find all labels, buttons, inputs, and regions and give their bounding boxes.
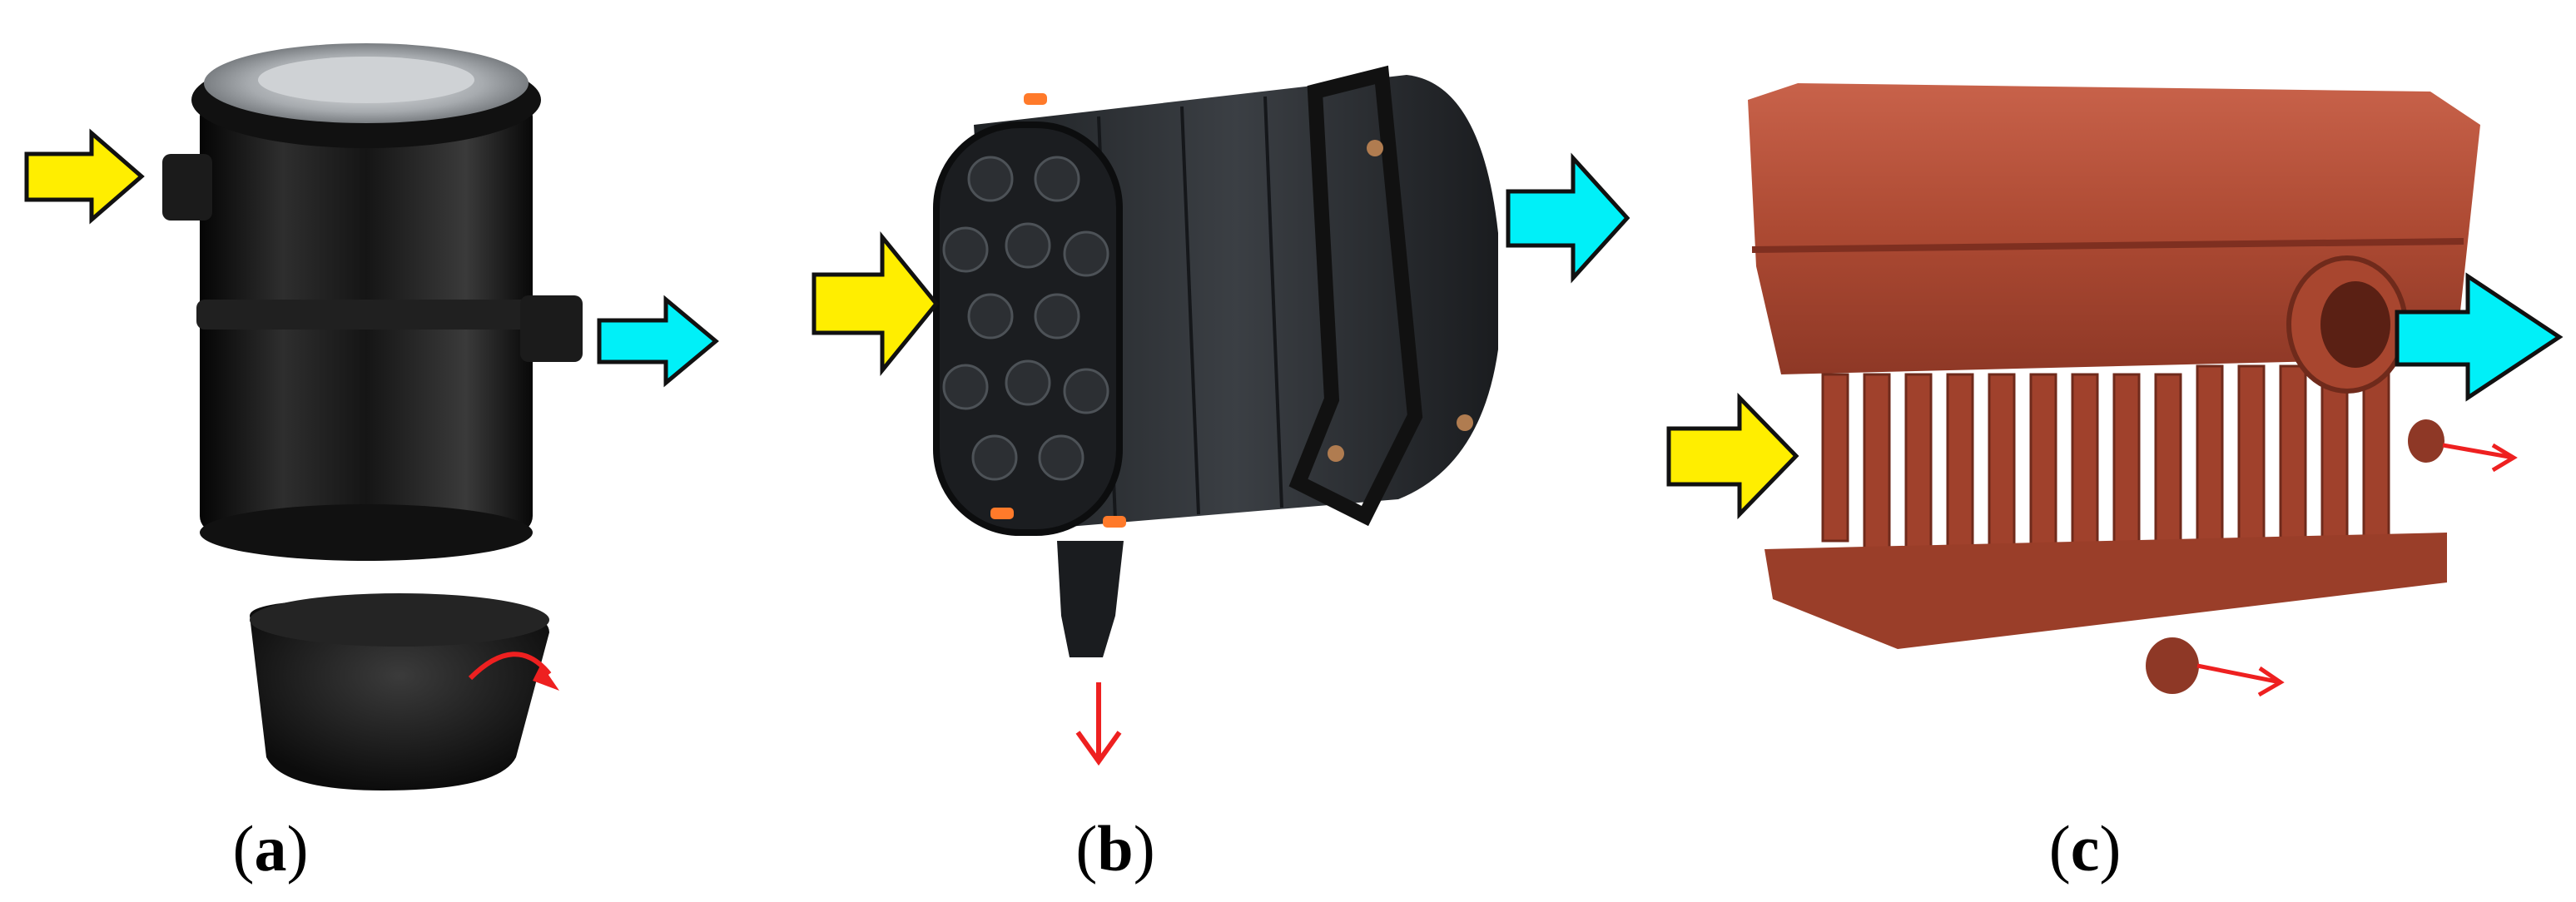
- dust-outlet-arrow-icon: [2196, 663, 2281, 685]
- filter-a-bottom-rim: [200, 504, 533, 561]
- filter-a-dust-cup: [250, 599, 549, 790]
- dust-outlet-arrowhead-icon: [2491, 443, 2518, 473]
- filter-b-cyclone-cells: [942, 156, 1109, 481]
- filter-c-dust-pipe-1: [2408, 419, 2444, 463]
- caption-close-paren: ): [1133, 812, 1155, 885]
- outlet-arrow-icon: [1506, 152, 1630, 284]
- filter-b-clip-3: [1103, 516, 1126, 528]
- caption-a: (a): [171, 811, 370, 886]
- filter-b-bolt-2: [1328, 445, 1344, 462]
- filter-c-dust-pipe-2: [2146, 637, 2199, 694]
- inlet-arrow-icon: [24, 128, 145, 225]
- filter-a-outlet-pipe: [520, 295, 583, 362]
- caption-close-paren: ): [286, 812, 309, 885]
- filter-a-inlet-pipe: [162, 154, 212, 221]
- caption-c: (c): [1985, 811, 2185, 886]
- filter-a-photo: [24, 43, 719, 790]
- filter-c-bottom-tray: [1764, 533, 2447, 649]
- caption-close-paren: ): [2099, 812, 2122, 885]
- caption-open-paren: (: [2048, 812, 2071, 885]
- dust-outlet-arrowhead-icon: [1075, 731, 1122, 766]
- filter-c-photo: [1666, 83, 2564, 697]
- dust-outlet-arrowhead-icon: [533, 664, 559, 691]
- dust-outlet-arrow-icon: [2442, 443, 2514, 460]
- caption-open-paren: (: [232, 812, 255, 885]
- caption-b: (b): [1015, 811, 1215, 886]
- filter-a-lid-center: [258, 57, 474, 103]
- caption-letter: a: [254, 812, 287, 885]
- filter-b-front-face: [933, 121, 1123, 536]
- filter-b-bolt-3: [1457, 414, 1473, 431]
- filter-b-bracket: [1288, 65, 1423, 527]
- filter-b-clip-2: [990, 508, 1014, 519]
- filter-b-photo: [812, 65, 1630, 766]
- filter-b-bolt-1: [1367, 140, 1383, 156]
- filter-b-clip-1: [1024, 93, 1047, 105]
- outlet-arrow-icon: [2395, 272, 2564, 402]
- filter-c-cyclone-tubes: [1821, 364, 2390, 555]
- filter-c-lid-edge: [1751, 238, 2464, 253]
- filter-a-band: [196, 300, 536, 330]
- inlet-arrow-icon: [812, 230, 940, 377]
- outlet-arrow-icon: [597, 295, 719, 388]
- filter-b-dust-spout: [1057, 541, 1124, 657]
- inlet-arrow-icon: [1666, 392, 1799, 520]
- caption-open-paren: (: [1075, 812, 1098, 885]
- caption-letter: b: [1097, 812, 1134, 885]
- panel-c: [1648, 0, 2576, 799]
- dust-outlet-arrowhead-icon: [2257, 666, 2285, 697]
- filter-a-dust-cup-rim: [250, 593, 549, 647]
- panel-b: [749, 0, 1665, 799]
- panel-a: [0, 0, 749, 799]
- caption-letter: c: [2070, 812, 2100, 885]
- filter-c-outlet-pipe-bore: [2320, 281, 2390, 368]
